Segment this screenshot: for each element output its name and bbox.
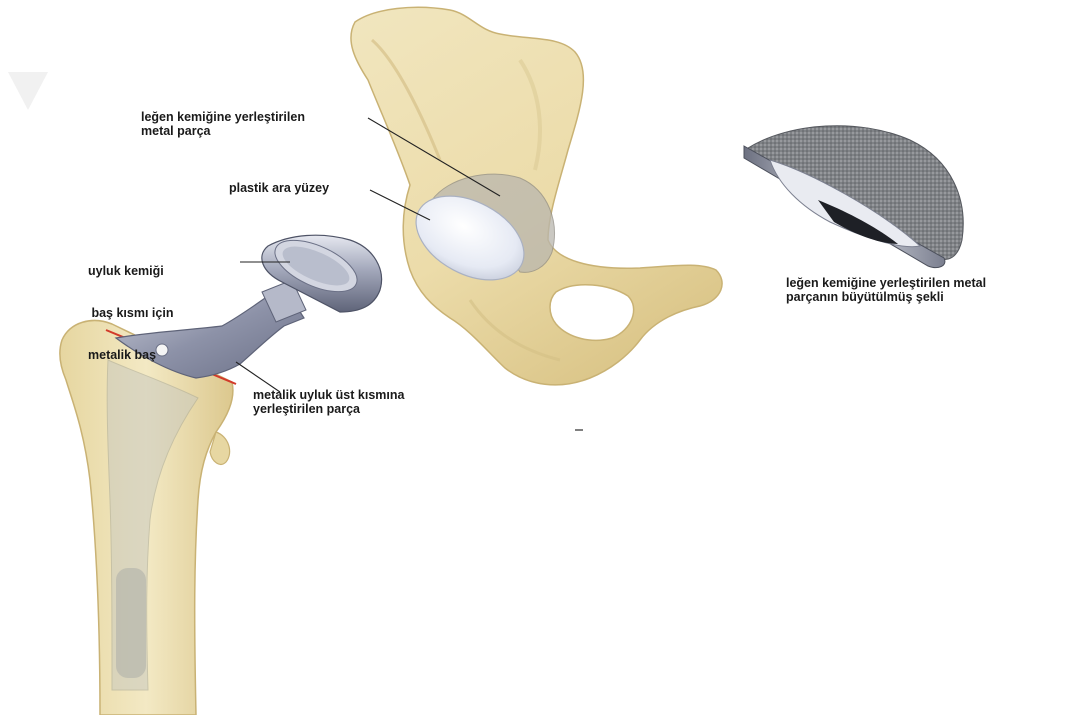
label-femoral-head-line2: baş kısmı için: [88, 306, 173, 320]
label-enlarged-cup-line2: parçanın büyütülmüş şekli: [786, 290, 986, 304]
label-femoral-head-line3: metalik baş: [88, 348, 173, 362]
label-acetabular-metal: leğen kemiğine yerleştirilen metal parça: [141, 110, 305, 138]
label-femoral-stem-line2: yerleştirilen parça: [253, 402, 404, 416]
label-plastic-liner-line1: plastik ara yüzey: [229, 181, 329, 195]
label-femoral-head: uyluk kemiği baş kısmı için metalik baş: [88, 236, 173, 376]
enlarged-acetabular-cup: [744, 126, 963, 268]
corner-watermark-triangle: [8, 72, 48, 110]
label-enlarged-cup: leğen kemiğine yerleştirilen metal parça…: [786, 276, 986, 304]
label-enlarged-cup-line1: leğen kemiğine yerleştirilen metal: [786, 276, 986, 290]
label-acetabular-metal-line1: leğen kemiğine yerleştirilen: [141, 110, 305, 124]
label-femoral-stem: metalik uyluk üst kısmına yerleştirilen …: [253, 388, 404, 416]
label-plastic-liner: plastik ara yüzey: [229, 181, 329, 195]
label-femoral-stem-line1: metalik uyluk üst kısmına: [253, 388, 404, 402]
label-acetabular-metal-line2: metal parça: [141, 124, 305, 138]
label-femoral-head-line1: uyluk kemiği: [88, 264, 173, 278]
femur-bone: [60, 321, 233, 715]
